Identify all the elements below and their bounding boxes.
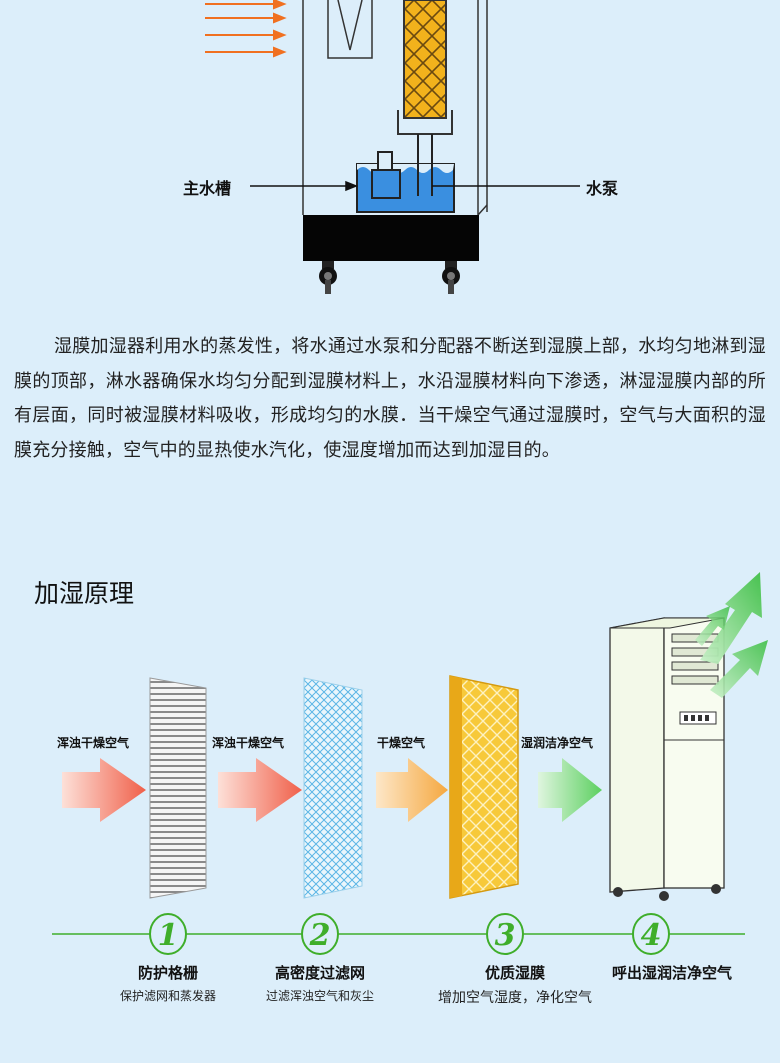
dirty-air-arrow-1 xyxy=(62,758,146,822)
step-number-4: 4 xyxy=(641,918,662,953)
humidifier-cross-section-diagram xyxy=(205,0,580,294)
steps-timeline: 1 2 3 4 xyxy=(52,913,745,955)
step-2-subtitle: 过滤浑浊空气和灰尘 xyxy=(265,989,374,1003)
dirty-air-arrow-2 xyxy=(218,758,302,822)
step-badge-4 xyxy=(632,913,670,955)
step-badge-1 xyxy=(149,913,187,955)
flow-label-3: 干燥空气 xyxy=(377,736,426,750)
step-badge-3 xyxy=(486,913,524,955)
step-number-1: 1 xyxy=(158,918,179,953)
step-number-3: 3 xyxy=(495,918,516,953)
high-density-filter xyxy=(303,677,363,899)
step-1: 防护格栅 保护滤网和蒸发器 xyxy=(98,962,238,1004)
dry-air-arrow xyxy=(376,758,448,822)
step-2-title: 高密度过滤网 xyxy=(274,964,365,982)
flow-label-1: 浑浊干燥空气 xyxy=(57,736,130,750)
water-pump xyxy=(371,134,433,199)
humidification-process-illustration xyxy=(62,572,768,901)
step-3-title: 优质湿膜 xyxy=(484,964,545,982)
step-1-title: 防护格栅 xyxy=(137,964,198,982)
label-water-pump: 水泵 xyxy=(586,179,619,198)
water-distributor xyxy=(327,0,373,59)
label-main-tank: 主水槽 xyxy=(183,179,232,198)
flow-label-2: 浑浊干燥空气 xyxy=(212,736,285,750)
step-badge-2 xyxy=(301,913,339,955)
wheel-right xyxy=(442,261,460,294)
step-4-title: 呼出湿润洁净空气 xyxy=(611,964,732,982)
step-1-subtitle: 保护滤网和蒸发器 xyxy=(119,989,216,1003)
humid-air-outflow-arrows xyxy=(695,572,768,698)
wet-membrane xyxy=(403,0,447,119)
wet-membrane-panel xyxy=(449,675,519,899)
protective-grille xyxy=(149,677,207,899)
step-2: 高密度过滤网 过滤浑浊空气和灰尘 xyxy=(250,962,390,1004)
wheel-left xyxy=(319,261,337,294)
membrane-holder xyxy=(397,110,453,135)
step-3: 优质湿膜 增加空气湿度，净化空气 xyxy=(425,962,605,1007)
cabinet-base xyxy=(303,215,479,261)
description-paragraph: 湿膜加湿器利用水的蒸发性，将水通过水泵和分配器不断送到湿膜上部，水均匀地淋到湿膜… xyxy=(14,336,766,461)
step-4: 呼出湿润洁净空气 xyxy=(592,962,752,983)
label-pointer-tank xyxy=(250,180,359,192)
cabinet-outline xyxy=(302,0,488,216)
section-title: 加湿原理 xyxy=(34,579,135,608)
incoming-air-arrows xyxy=(205,0,287,58)
clean-air-arrow xyxy=(538,758,602,822)
step-number-2: 2 xyxy=(309,918,331,953)
step-3-subtitle: 增加空气湿度，净化空气 xyxy=(438,990,592,1006)
flow-label-4: 湿润洁净空气 xyxy=(521,736,594,750)
